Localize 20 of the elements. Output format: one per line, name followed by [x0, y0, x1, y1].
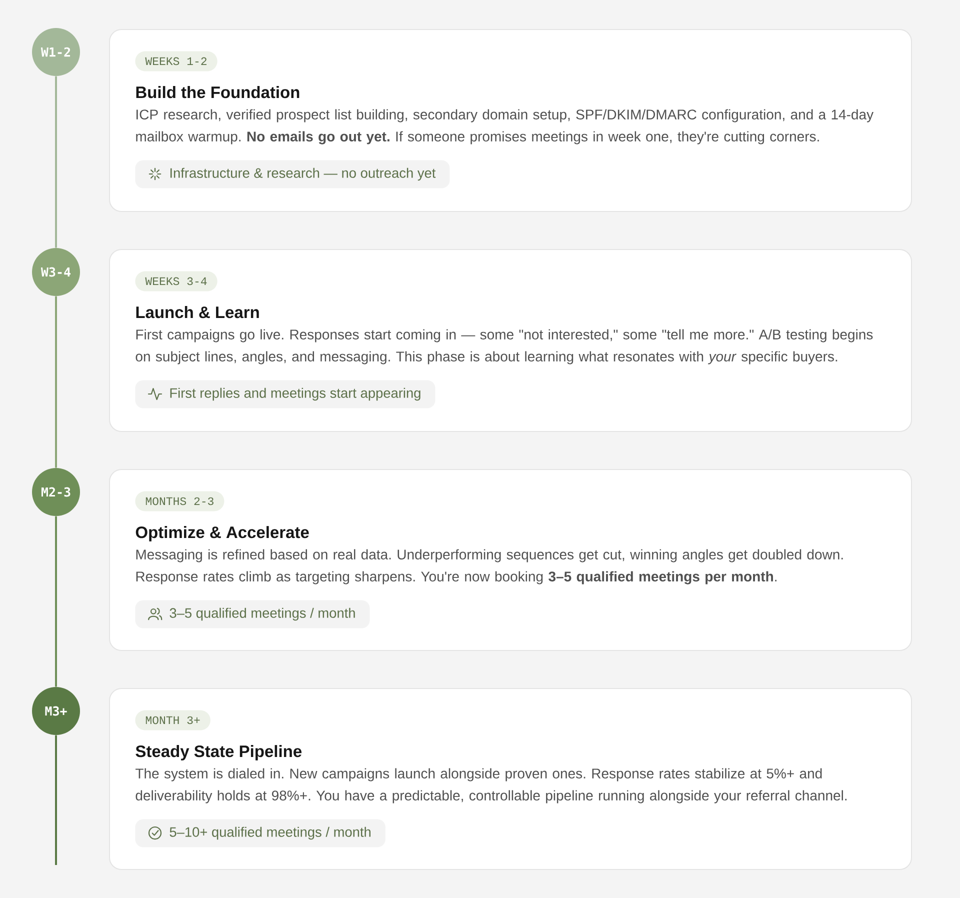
card-text: The system is dialed in. New campaigns launch alongside proven ones. Response rates stabilize at 5%+ and deliverability holds at 98%+. You have a predictable, controllable pipeline running alongside your referral channel.: [136, 768, 847, 804]
note-pill: Infrastructure & research — no outreach yet: [135, 160, 450, 188]
card-title: Steady State Pipeline: [136, 745, 302, 760]
card-text: First campaigns go live. Responses start coming in — some "not interested," some "tell me more." A/B testing begins on subject lines, angles, and messaging. This phase is about learning what resonates with your specific buyers.: [136, 329, 873, 364]
card-title: Launch & Learn: [136, 306, 259, 318]
period-tag: MONTH 3+: [135, 710, 210, 730]
note-pill: 5–10+ qualified meetings / month: [135, 819, 386, 848]
period-tag: WEEKS 3-4: [135, 271, 218, 292]
card-title: Build the Foundation: [136, 86, 300, 98]
note-pill: 3–5 qualified meetings / month: [135, 600, 370, 628]
timeline-line: [55, 296, 57, 468]
card-title: Optimize & Accelerate: [136, 526, 309, 542]
timeline-line: [55, 516, 57, 687]
timeline-line: [55, 76, 57, 248]
note-pill: First replies and meetings start appearing: [135, 380, 436, 408]
timeline-line: [55, 735, 57, 865]
card-text: Messaging is refined based on real data. Underperforming sequences get cut, winning angles get doubled down. Response rates climb as targeting sharpens. You're now booking 3–5 qualified meetings per month.: [136, 549, 843, 584]
period-tag: MONTHS 2-3: [135, 491, 224, 512]
period-tag: WEEKS 1-2: [135, 51, 218, 72]
card-text: ICP research, verified prospect list building, secondary domain setup, SPF/DKIM/DMARC configuration, and a 14-day mailbox warmup. No emails go out yet. If someone promises meetings in week one, they're cutting corners.: [136, 109, 874, 144]
